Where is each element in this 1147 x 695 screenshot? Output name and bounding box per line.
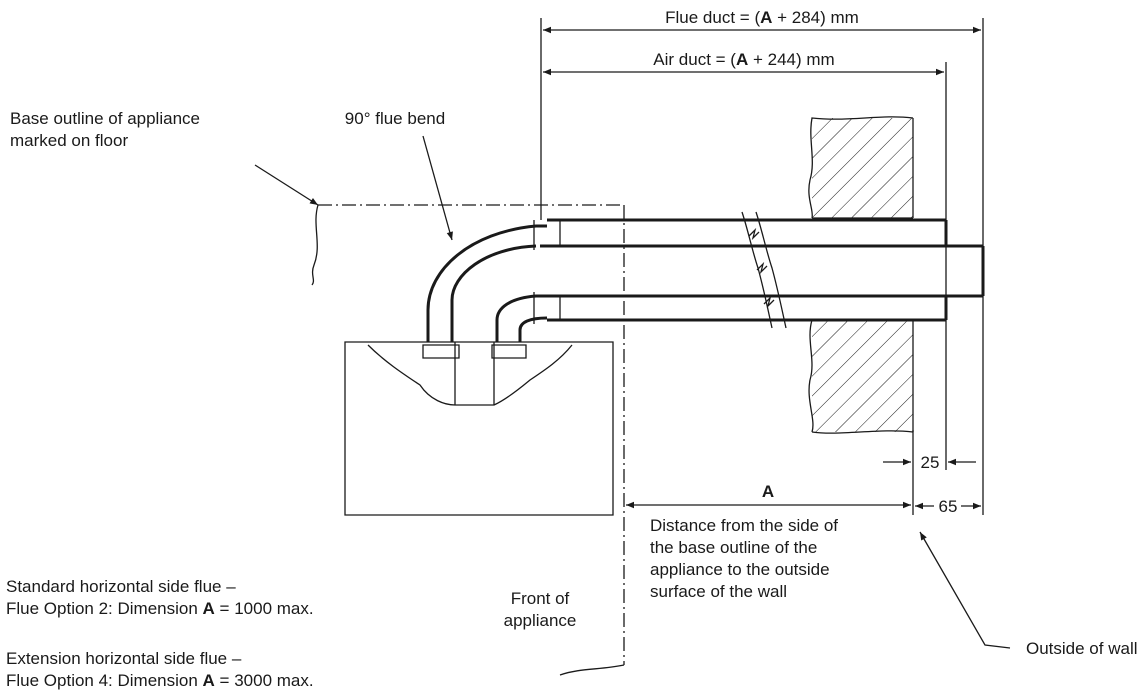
flue-duct: [540, 244, 985, 298]
dimension-a: A: [626, 482, 911, 509]
break-marks: [741, 211, 787, 329]
appliance-body: [344, 341, 614, 516]
note-1-title: Standard horizontal side flue –: [6, 577, 236, 596]
air-duct-dimension: Air duct = (A + 244) mm: [543, 50, 944, 76]
note-2-body: Flue Option 4: Dimension A = 3000 max.: [6, 671, 314, 690]
outside-wall-label: Outside of wall: [1026, 639, 1138, 658]
dim-25-label: 25: [921, 453, 940, 472]
dim-65: 65: [915, 497, 981, 516]
distance-line-2: the base outline of the: [650, 538, 817, 557]
flue-duct-label: Flue duct = (A + 284) mm: [665, 8, 859, 27]
dimension-a-label: A: [762, 482, 774, 501]
flue-bend-label: 90° flue bend: [345, 109, 445, 128]
base-outline-label-line2: marked on floor: [10, 131, 128, 150]
distance-line-4: surface of the wall: [650, 582, 787, 601]
dim-65-label: 65: [939, 497, 958, 516]
front-label-line2: appliance: [504, 611, 577, 630]
air-duct: [547, 218, 948, 322]
wall-lower: [808, 319, 914, 434]
leader-lines: [254, 135, 1011, 649]
note-2-title: Extension horizontal side flue –: [6, 649, 242, 668]
flue-bend: [422, 219, 561, 359]
distance-description: Distance from the side of the base outli…: [650, 516, 838, 601]
flue-duct-dimension: Flue duct = (A + 284) mm: [543, 8, 981, 34]
flue-option-notes: Standard horizontal side flue – Flue Opt…: [6, 577, 314, 690]
air-duct-label: Air duct = (A + 244) mm: [653, 50, 834, 69]
base-outline-label-line1: Base outline of appliance: [10, 109, 200, 128]
dim-25: 25: [883, 453, 976, 472]
distance-line-3: appliance to the outside: [650, 560, 830, 579]
distance-line-1: Distance from the side of: [650, 516, 838, 535]
wall-upper: [808, 116, 914, 219]
base-outline: [311, 204, 625, 676]
note-1-body: Flue Option 2: Dimension A = 1000 max.: [6, 599, 314, 618]
front-label-line1: Front of: [511, 589, 570, 608]
